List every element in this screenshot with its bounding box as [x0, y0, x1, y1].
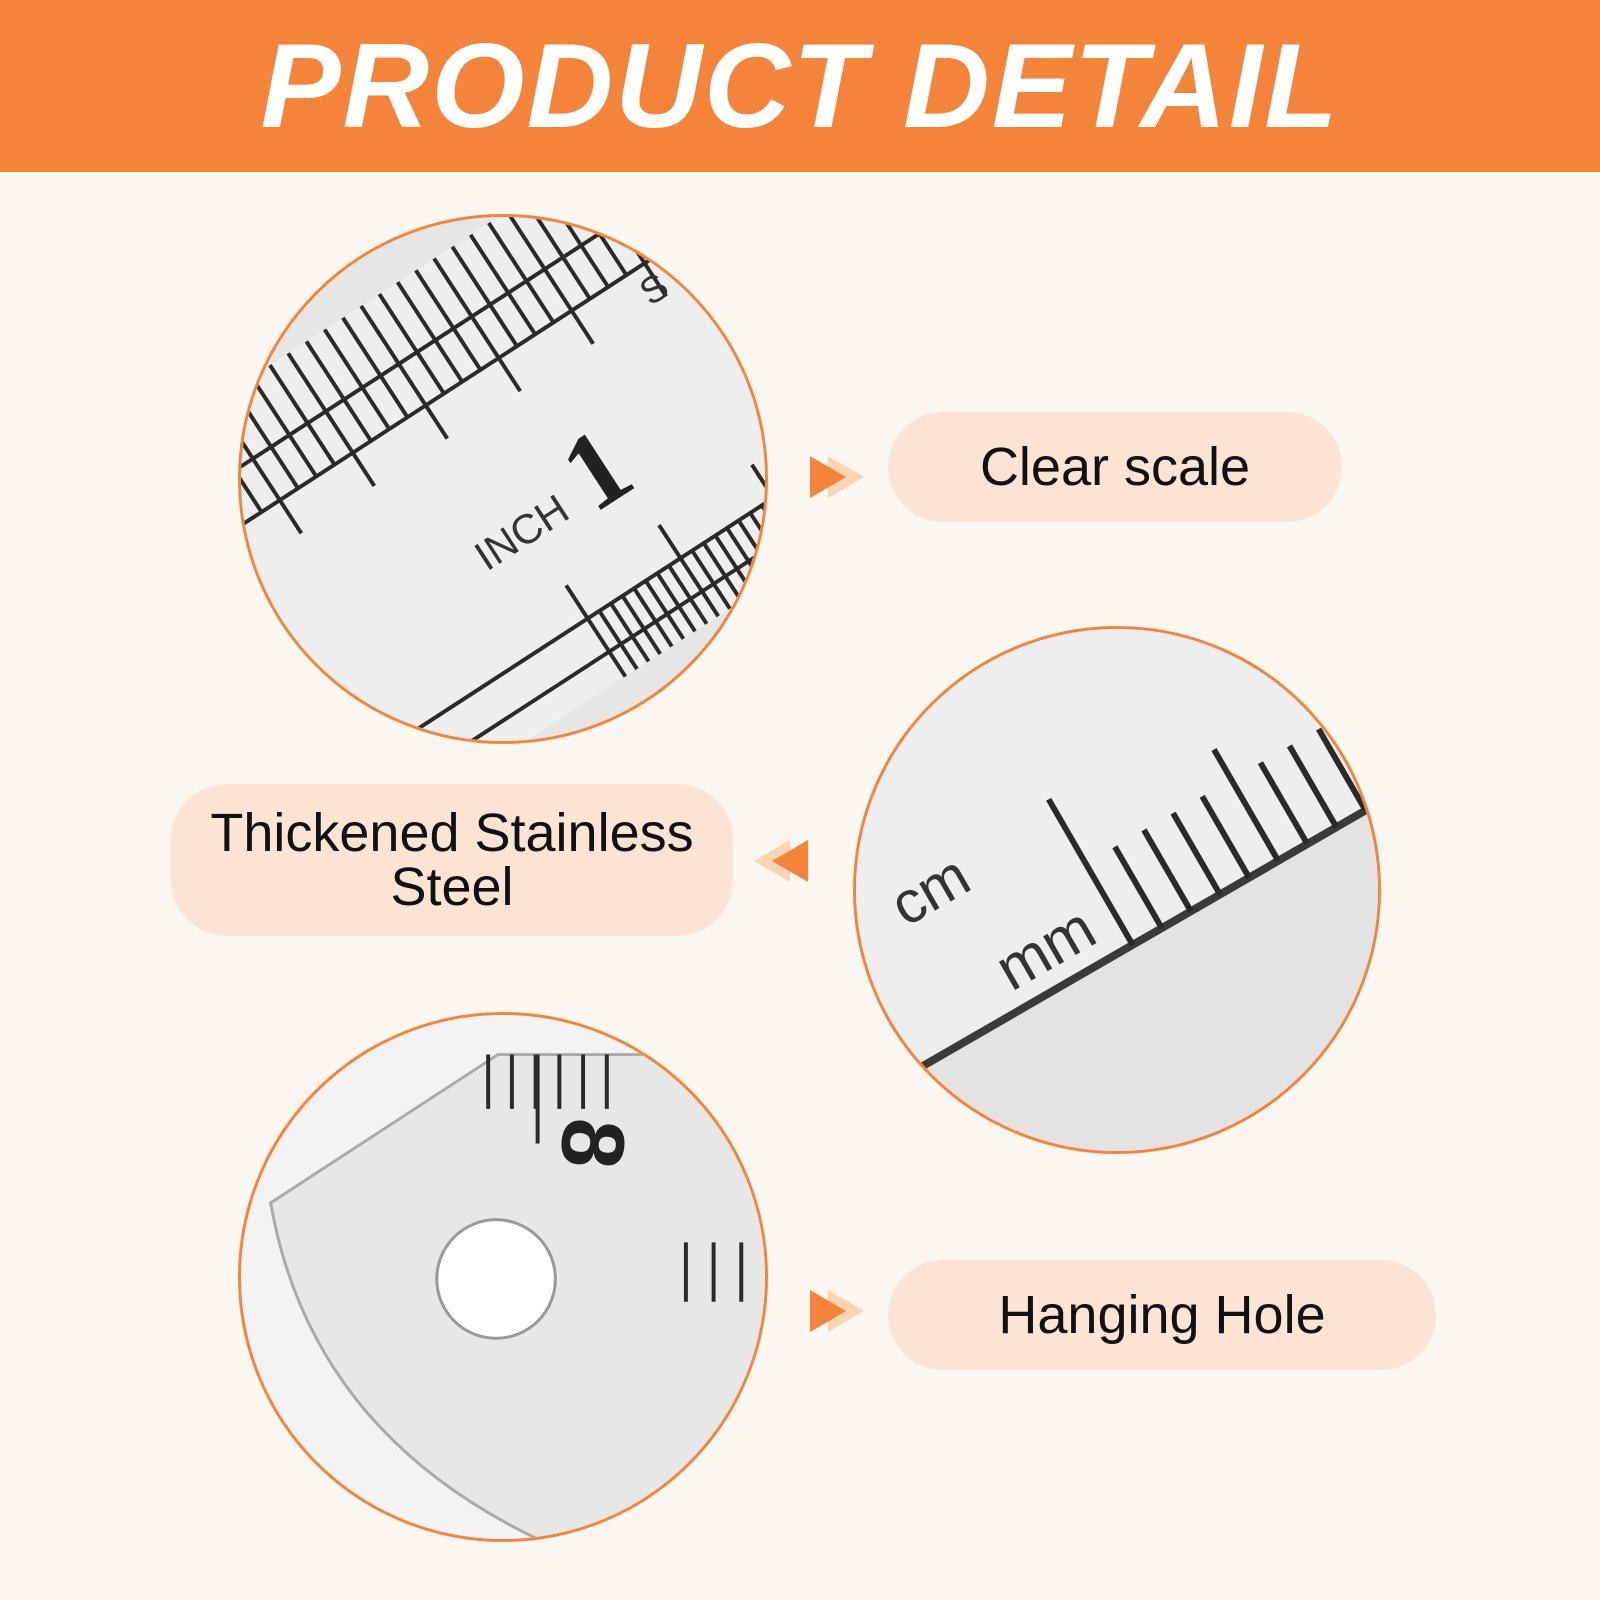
ruler-tick — [1316, 727, 1369, 812]
ruler-tick — [620, 594, 662, 656]
ruler-tick — [468, 233, 537, 336]
ruler-hole-illustration: 8 — [241, 1015, 765, 1539]
arrow-right-icon — [810, 1290, 864, 1332]
ruler-tick — [322, 328, 391, 431]
ruler-tick — [241, 399, 303, 535]
ruler-metric-illustration: cm mm — [856, 629, 1378, 1151]
ruler-tick — [609, 602, 651, 663]
ruler-tick — [241, 411, 264, 514]
ruler-tick — [432, 257, 522, 393]
ruler-tick — [505, 217, 595, 345]
ruler-tick — [633, 217, 702, 229]
ruler-tick — [748, 511, 765, 573]
ruler-tick — [1046, 797, 1136, 947]
zoom-image-hanging-hole: 8 — [238, 1012, 768, 1542]
ruler-tick — [1286, 744, 1340, 829]
ruler-tick — [286, 352, 376, 488]
ruler-tick — [341, 316, 410, 419]
ruler-tick — [414, 269, 483, 371]
feature-pill-stainless-steel: Thickened Stainless Steel — [171, 784, 733, 936]
ruler-tick — [1356, 664, 1378, 779]
arrow-left-icon — [754, 840, 808, 882]
feature-label: Clear scale — [979, 437, 1251, 497]
ruler-tick — [690, 549, 732, 610]
feature-pill-clear-scale: Clear scale — [888, 412, 1342, 522]
ruler-tick — [1257, 761, 1310, 846]
page-title: PRODUCT DETAIL — [260, 19, 1340, 153]
ruler-tick — [657, 523, 720, 618]
ruler-tick — [1141, 828, 1194, 913]
ruler-tick — [359, 304, 449, 440]
ruler-tick — [487, 221, 556, 324]
ruler-tick — [1199, 794, 1252, 880]
arrow-right-icon — [810, 456, 864, 498]
ruler-tick — [304, 340, 373, 443]
ruler-tick — [541, 217, 610, 289]
ruler-inch-illustration: INCH 1 S — [241, 217, 765, 741]
ruler-tick — [523, 217, 592, 300]
hanging-hole — [435, 1218, 557, 1340]
ruler-tick — [250, 375, 318, 478]
ruler-tick — [268, 364, 337, 466]
ruler-tick — [597, 609, 639, 671]
ruler-tick — [1112, 845, 1165, 930]
header-banner: PRODUCT DETAIL — [0, 0, 1600, 172]
ruler-tick — [644, 579, 686, 640]
feature-label: Thickened Stainless Steel — [210, 803, 694, 917]
ruler-tick — [667, 564, 709, 625]
ruler-tick — [395, 281, 464, 383]
ruler-tick — [702, 542, 744, 603]
ruler-tick — [655, 572, 697, 633]
ruler-tick — [750, 463, 765, 558]
ruler-tick — [564, 584, 628, 678]
ruler-tick — [377, 292, 446, 395]
zoom-image-clear-scale: INCH 1 S — [238, 214, 768, 744]
ruler-tick — [651, 217, 741, 251]
feature-pill-hanging-hole: Hanging Hole — [888, 1260, 1436, 1370]
ruler-tick — [632, 587, 674, 648]
feature-label: Hanging Hole — [998, 1285, 1326, 1345]
ruler-tick — [450, 245, 519, 348]
ruler-tick — [614, 217, 683, 241]
zoom-image-stainless-steel: cm mm — [853, 626, 1381, 1154]
ruler-tick — [1211, 748, 1281, 863]
ruler-tick — [1170, 811, 1223, 896]
ruler-number: 8 — [541, 1115, 645, 1173]
